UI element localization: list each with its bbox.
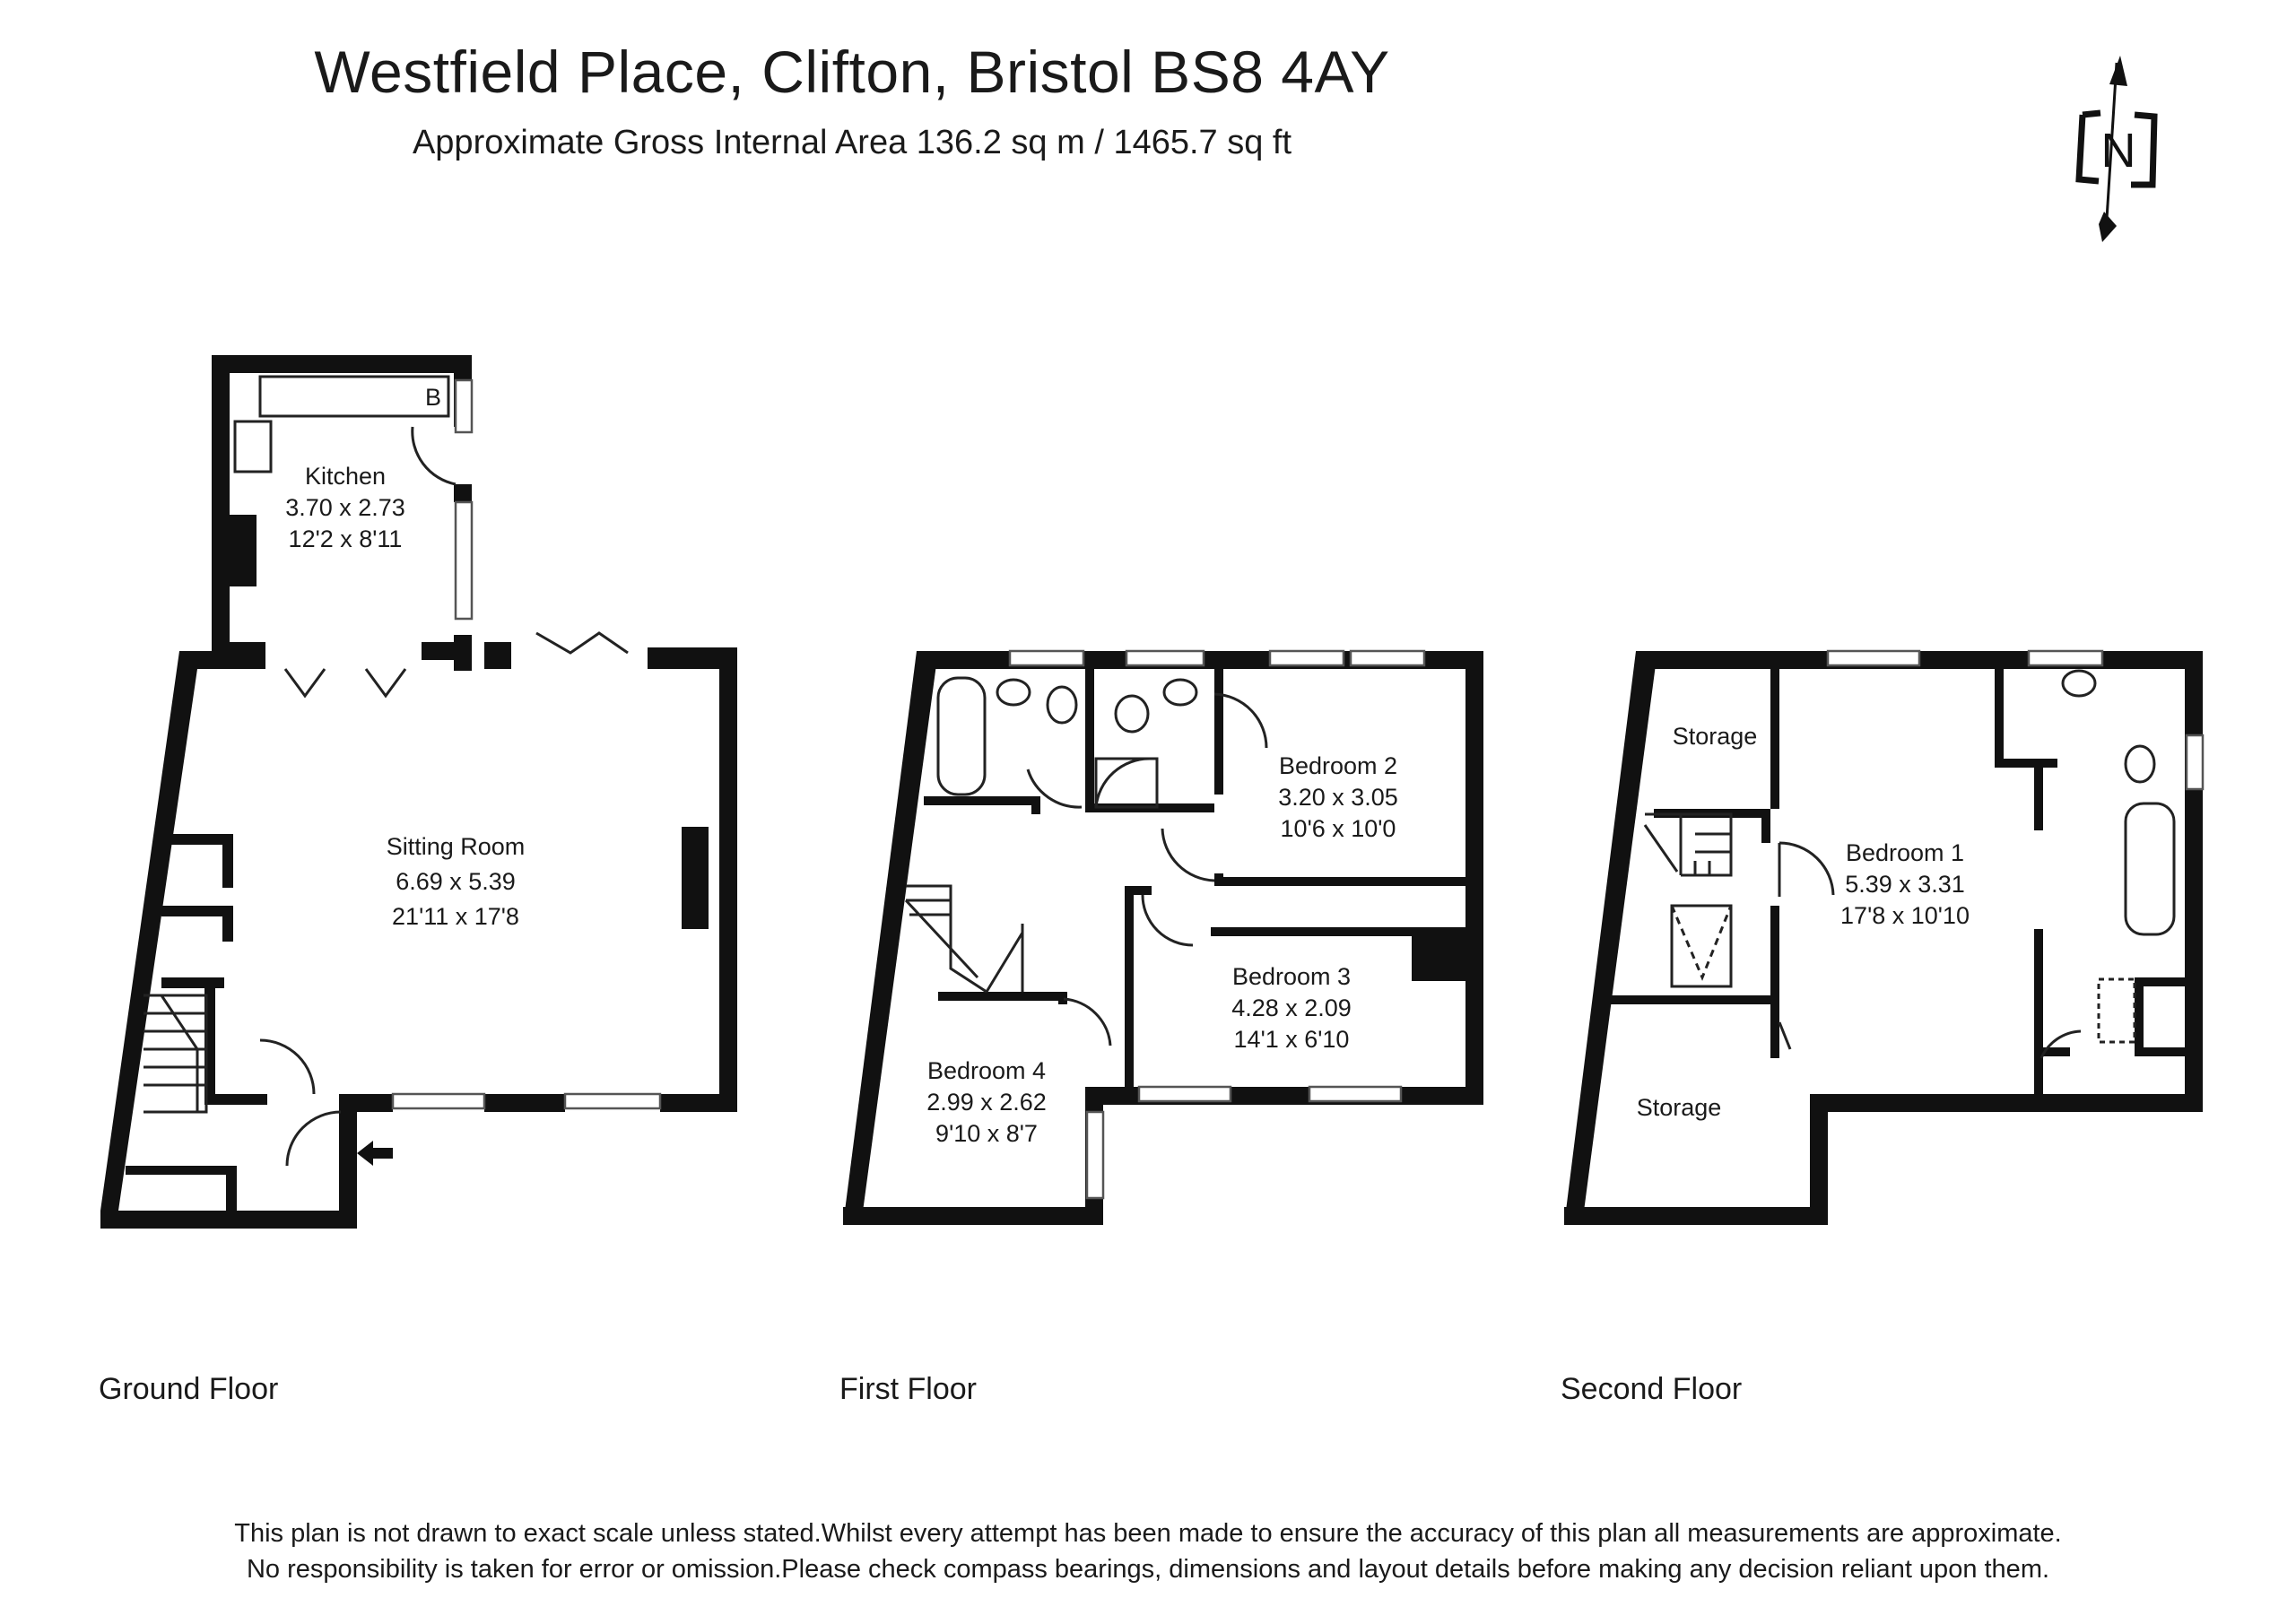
bedroom2-name: Bedroom 2	[1279, 752, 1397, 779]
disclaimer: This plan is not drawn to exact scale un…	[0, 1515, 2296, 1587]
bedroom1-name: Bedroom 1	[1846, 839, 1964, 866]
bedroom4-imperial: 9'10 x 8'7	[935, 1120, 1038, 1147]
bedroom4-metric: 2.99 x 2.62	[926, 1089, 1047, 1116]
bedroom2-imperial: 10'6 x 10'0	[1281, 815, 1396, 842]
sitting-room-metric: 6.69 x 5.39	[396, 868, 516, 895]
sitting-room-name: Sitting Room	[387, 833, 526, 860]
second-floor-plan	[1564, 649, 2205, 1225]
sitting-room-imperial: 21'11 x 17'8	[392, 903, 519, 930]
kitchen-metric: 3.70 x 2.73	[285, 494, 405, 521]
storage-bottom-label: Storage	[1637, 1094, 1722, 1121]
plan-title: Westfield Place, Clifton, Bristol BS8 4A…	[314, 39, 1390, 105]
kitchen-imperial: 12'2 x 8'11	[289, 525, 403, 552]
ground-floor-plan: B	[100, 355, 737, 1229]
disclaimer-line-1: This plan is not drawn to exact scale un…	[234, 1519, 2062, 1548]
bedroom3-imperial: 14'1 x 6'10	[1234, 1026, 1350, 1053]
bedroom3-metric: 4.28 x 2.09	[1231, 994, 1352, 1021]
second-floor-label: Second Floor	[1561, 1372, 1743, 1406]
bedroom1-imperial: 17'8 x 10'10	[1840, 902, 1970, 929]
bedroom2-metric: 3.20 x 3.05	[1278, 784, 1398, 811]
first-floor-label: First Floor	[839, 1372, 977, 1406]
first-floor-plan	[843, 649, 1483, 1225]
bedroom1-metric: 5.39 x 3.31	[1845, 871, 1965, 898]
boiler-label: B	[425, 384, 441, 411]
ground-floor-label: Ground Floor	[99, 1372, 279, 1406]
compass-icon: N	[2075, 56, 2158, 242]
compass-letter: N	[2101, 124, 2136, 178]
bedroom3-name: Bedroom 3	[1232, 963, 1351, 990]
bedroom4-name: Bedroom 4	[927, 1057, 1046, 1084]
area-subtitle: Approximate Gross Internal Area 136.2 sq…	[412, 124, 1292, 161]
kitchen-name: Kitchen	[305, 463, 386, 490]
storage-top-label: Storage	[1673, 723, 1758, 750]
disclaimer-line-2: No responsibility is taken for error or …	[246, 1555, 2050, 1584]
